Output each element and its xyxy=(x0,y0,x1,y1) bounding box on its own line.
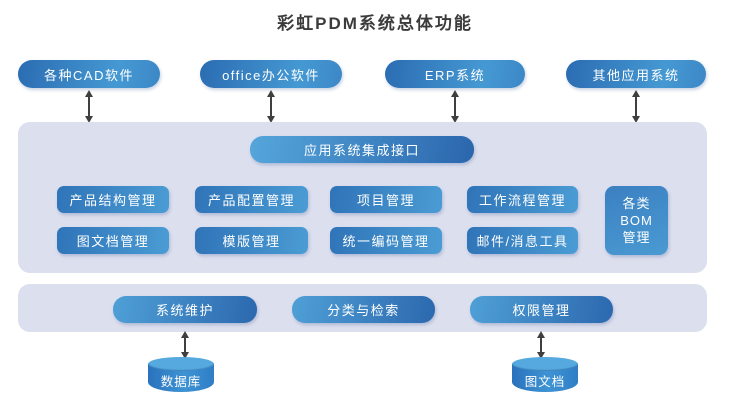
node-permission-mgmt: 权限管理 xyxy=(470,296,613,323)
node-product-structure-mgmt: 产品结构管理 xyxy=(57,186,169,213)
bom-line-3: 管理 xyxy=(622,230,651,245)
node-integration-interface: 应用系统集成接口 xyxy=(250,136,474,163)
node-mail-message-tools: 邮件/消息工具 xyxy=(467,227,578,254)
node-other-apps: 其他应用系统 xyxy=(566,60,706,88)
docstore-label: 图文档 xyxy=(524,375,566,389)
node-unified-coding-mgmt: 统一编码管理 xyxy=(330,227,442,254)
node-template-mgmt: 模版管理 xyxy=(195,227,308,254)
bidirectional-arrow-docstore xyxy=(537,331,545,359)
node-bom-mgmt: 各类 BOM 管理 xyxy=(605,186,668,255)
node-document-mgmt: 图文档管理 xyxy=(57,227,169,254)
node-classification-search: 分类与检索 xyxy=(292,296,435,323)
bom-line-1: 各类 xyxy=(622,196,651,211)
database-label: 数据库 xyxy=(160,375,202,389)
cylinder-top xyxy=(148,357,214,371)
node-project-mgmt: 项目管理 xyxy=(330,186,442,213)
node-product-config-mgmt: 产品配置管理 xyxy=(195,186,308,213)
docstore-cylinder: 图文档 xyxy=(512,357,578,393)
node-workflow-mgmt: 工作流程管理 xyxy=(467,186,578,213)
node-system-maintenance: 系统维护 xyxy=(113,296,257,323)
bidirectional-arrow-database xyxy=(181,331,189,359)
bom-line-2: BOM xyxy=(620,213,653,228)
bidirectional-arrow-office xyxy=(267,90,275,123)
bidirectional-arrow-cad xyxy=(85,90,93,123)
bidirectional-arrow-other xyxy=(632,90,640,123)
database-cylinder: 数据库 xyxy=(148,357,214,393)
bidirectional-arrow-erp xyxy=(451,90,459,123)
cylinder-top xyxy=(512,357,578,371)
node-erp-system: ERP系统 xyxy=(385,60,525,88)
node-office-software: office办公软件 xyxy=(200,60,342,88)
node-cad-software: 各种CAD软件 xyxy=(18,60,160,88)
diagram-title: 彩虹PDM系统总体功能 xyxy=(277,14,473,33)
